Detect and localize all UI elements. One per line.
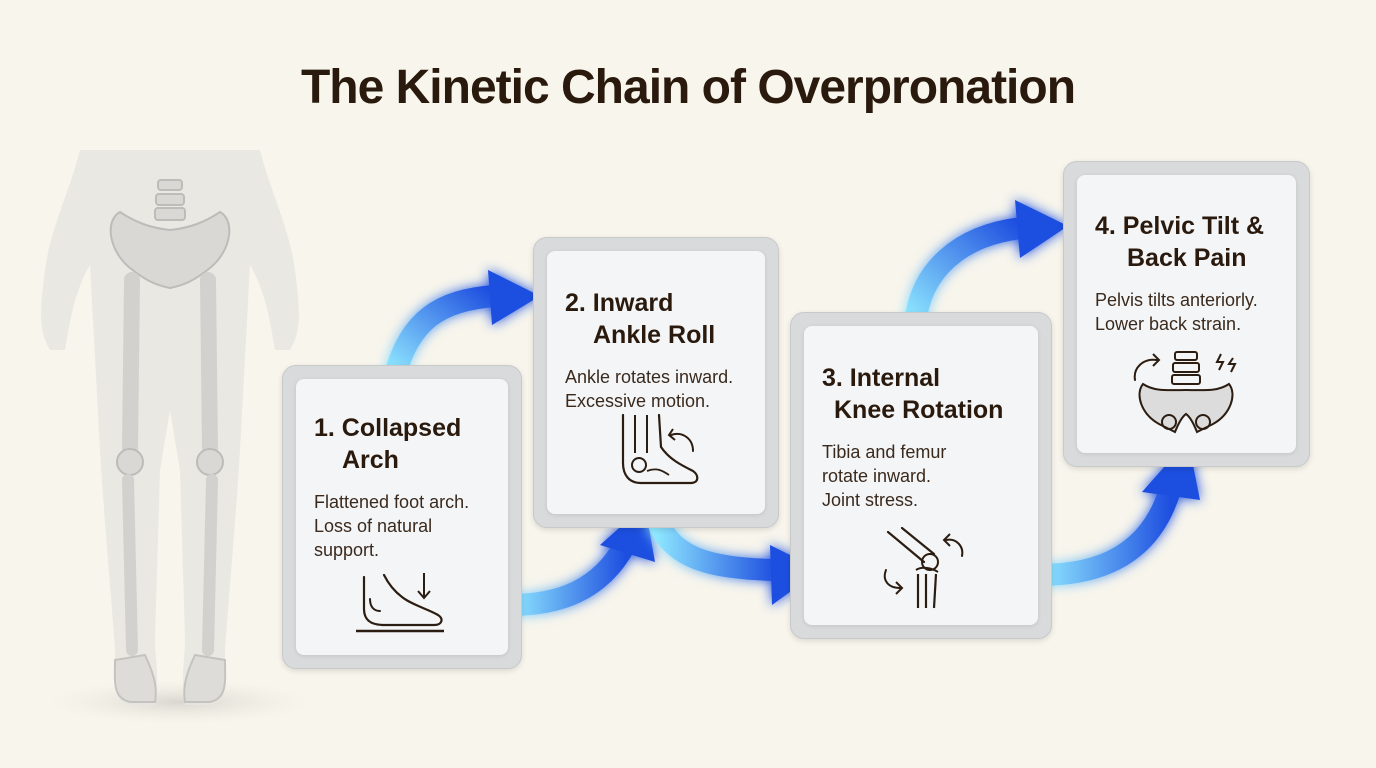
step-card-4: 4. Pelvic Tilt & Back Pain Pelvis tilts … <box>1063 161 1310 467</box>
step-card-2: 2. Inward Ankle Roll Ankle rotates inwar… <box>533 237 779 528</box>
pelvis-pain-icon <box>1129 350 1247 438</box>
step-card-3-inner: 3. Internal Knee Rotation Tibia and femu… <box>804 326 1038 625</box>
step-card-2-inner: 2. Inward Ankle Roll Ankle rotates inwar… <box>547 251 765 514</box>
step-card-3: 3. Internal Knee Rotation Tibia and femu… <box>790 312 1052 639</box>
knee-rotation-icon <box>876 526 972 610</box>
step-card-1-inner: 1. Collapsed Arch Flattened foot arch. L… <box>296 379 508 655</box>
step-card-4-inner: 4. Pelvic Tilt & Back Pain Pelvis tilts … <box>1077 175 1296 453</box>
step-2-description: Ankle rotates inward. Excessive motion. <box>565 365 747 413</box>
step-4-title: 4. Pelvic Tilt & Back Pain <box>1095 210 1278 274</box>
flat-foot-icon <box>354 569 450 637</box>
step-card-1: 1. Collapsed Arch Flattened foot arch. L… <box>282 365 522 669</box>
step-1-title: 1. Collapsed Arch <box>314 412 490 476</box>
step-3-description: Tibia and femur rotate inward. Joint str… <box>822 440 1020 512</box>
arrow-3-to-4-top <box>915 200 1068 325</box>
step-2-title: 2. Inward Ankle Roll <box>565 287 747 351</box>
step-1-description: Flattened foot arch. Loss of natural sup… <box>314 490 490 562</box>
ankle-roll-icon <box>613 413 703 489</box>
arrow-1-to-2-top <box>395 270 540 375</box>
step-4-description: Pelvis tilts anteriorly. Lower back stra… <box>1095 288 1278 336</box>
step-3-title: 3. Internal Knee Rotation <box>822 362 1020 426</box>
